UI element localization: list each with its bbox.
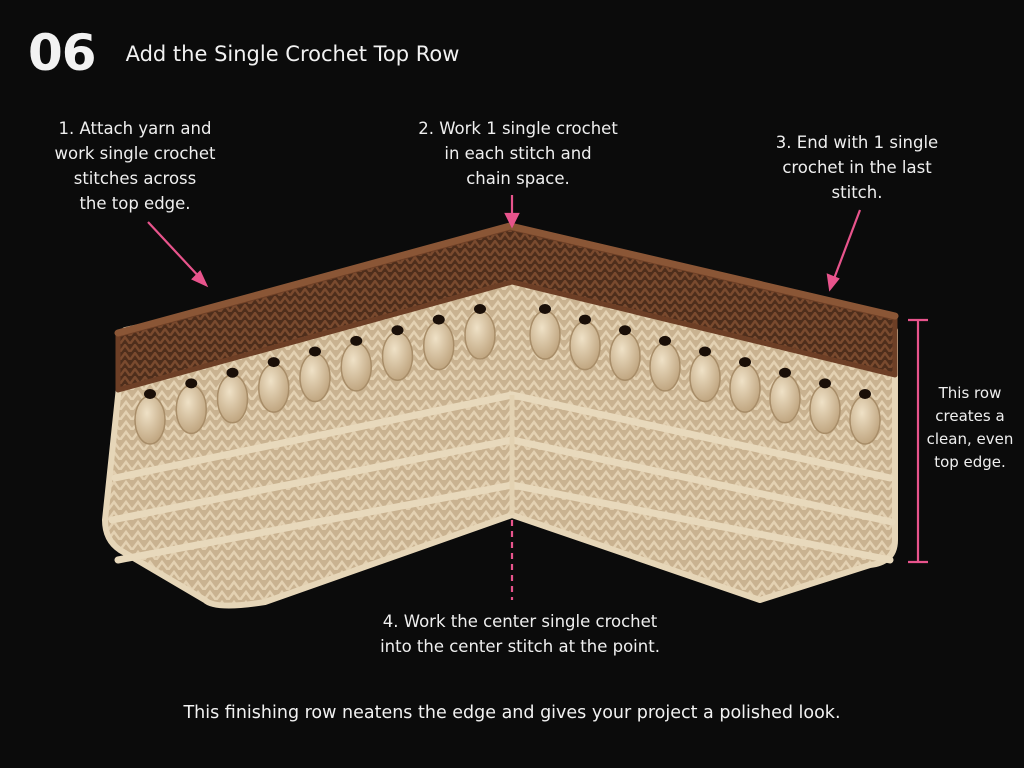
puff-stitch — [849, 395, 881, 445]
puff-stitch — [258, 363, 290, 413]
puff-stitch — [769, 374, 801, 424]
annotation-end-last-stitch: 3. End with 1 single crochet in the last… — [775, 133, 939, 202]
puff-stitch — [175, 384, 207, 435]
puff-stitch — [529, 310, 561, 360]
arrow-1-icon — [147, 221, 204, 282]
puff-gap — [474, 304, 486, 314]
puff-stitch — [689, 352, 721, 403]
side-note-even-edge: This row creates a clean, even top edge. — [926, 384, 1014, 471]
header: 06 Add the Single Crochet Top Row — [28, 28, 459, 78]
puff-gap — [185, 378, 198, 389]
puff-stitch — [299, 352, 331, 403]
puff-stitch-row — [134, 304, 881, 445]
puff-gap — [779, 367, 791, 378]
step-number: 06 — [28, 24, 97, 82]
step-title: Add the Single Crochet Top Row — [125, 41, 460, 66]
puff-gap — [144, 389, 156, 399]
puff-gap — [739, 357, 751, 368]
puff-gap — [432, 314, 445, 325]
puff-gap — [267, 357, 280, 368]
puff-gap — [579, 314, 591, 325]
puff-gap — [309, 346, 321, 357]
caption: This finishing row neatens the edge and … — [183, 703, 841, 723]
puff-stitch — [340, 342, 372, 392]
annotation-arrows — [147, 195, 928, 600]
puff-gap — [699, 346, 711, 357]
puff-gap — [350, 335, 363, 346]
puff-gap — [539, 304, 551, 314]
puff-stitch — [381, 331, 414, 381]
puff-gap — [659, 335, 671, 346]
annotation-work-single-crochet: 2. Work 1 single crochet in each stitch … — [418, 119, 618, 188]
puff-stitch — [649, 342, 681, 392]
puff-stitch — [569, 320, 601, 371]
puff-stitch — [729, 363, 761, 413]
puff-gap — [619, 325, 631, 336]
annotation-center-stitch: 4. Work the center single crochet into t… — [380, 612, 660, 656]
puff-stitch — [609, 331, 641, 381]
arrow-3-icon — [830, 209, 862, 285]
puff-stitch — [464, 310, 496, 360]
puff-stitch — [134, 395, 166, 445]
annotation-attach-yarn: 1. Attach yarn and work single crochet s… — [54, 119, 216, 213]
puff-stitch — [809, 384, 841, 435]
puff-gap — [819, 378, 831, 389]
puff-gap — [391, 325, 404, 336]
puff-gap — [859, 389, 871, 399]
puff-stitch — [423, 320, 455, 371]
puff-stitch — [216, 374, 249, 424]
puff-gap — [226, 367, 239, 378]
